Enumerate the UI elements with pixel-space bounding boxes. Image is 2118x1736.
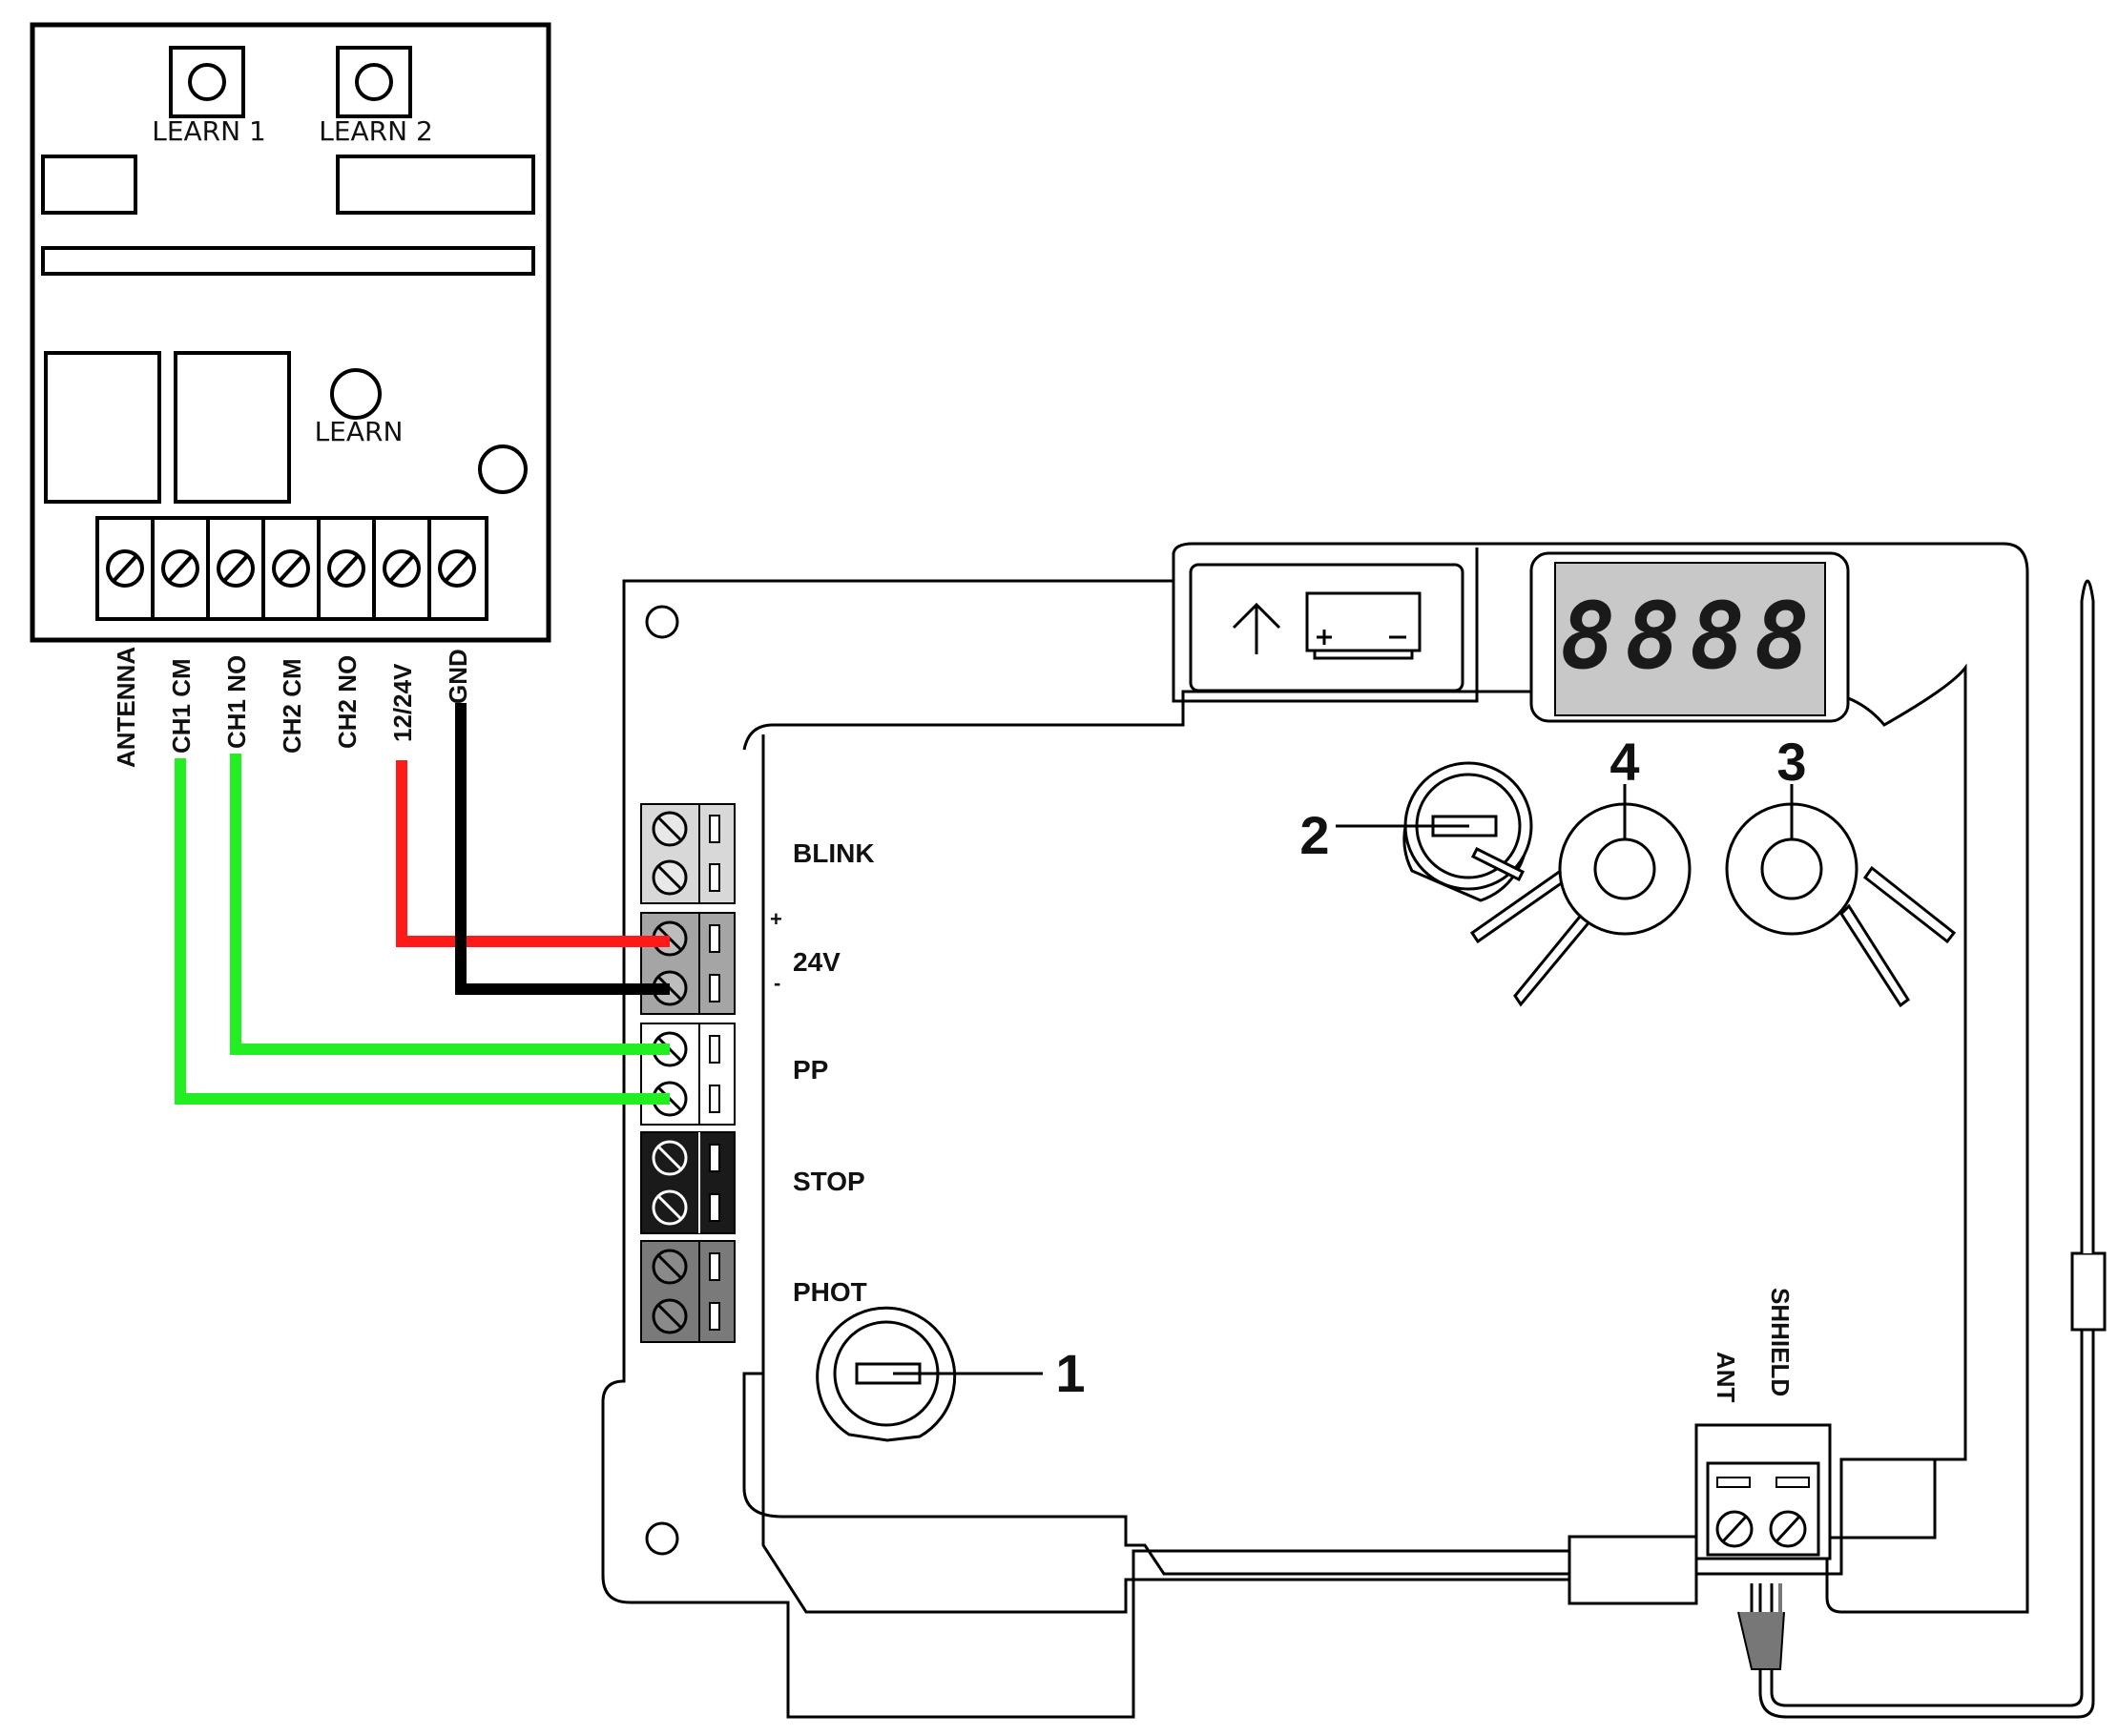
receiver-relay: [44, 351, 161, 504]
terminal-label-ch1-no: CH1 NO: [222, 655, 251, 749]
receiver-module: LEARN 1 LEARN 2 LEARN: [30, 22, 551, 768]
terminal-screw: [652, 1189, 688, 1226]
learn1-button[interactable]: [169, 46, 245, 118]
battery-compartment: [1172, 548, 1479, 703]
terminal-block-stop: [640, 1131, 736, 1234]
stop-label: STOP: [793, 1167, 865, 1196]
button-4[interactable]: [1457, 784, 1692, 1007]
callout-2: 2: [1299, 805, 1329, 865]
terminal-block-24v: [640, 912, 736, 1015]
learn1-label: LEARN 1: [152, 115, 266, 147]
terminal-screw: [652, 1249, 688, 1285]
terminal-block-blink: [640, 803, 736, 904]
antenna-whip: [2080, 579, 2095, 1253]
ant-label: ANT: [1712, 1352, 1740, 1403]
learn-button[interactable]: [330, 368, 382, 420]
pp-label: PP: [793, 1055, 828, 1085]
antenna-cable: [1737, 579, 2107, 1719]
seven-segment-display: 8888: [1529, 551, 1850, 723]
wire-ch1-no: [230, 754, 670, 1055]
fuse-2: [1336, 761, 1533, 902]
terminal-label-ch2-no: CH2 NO: [333, 655, 362, 749]
terminal-screw: [217, 549, 255, 588]
learn2-label: LEARN 2: [319, 115, 433, 147]
24v-label: 24V: [793, 947, 841, 977]
fuse-1: [816, 1306, 1043, 1442]
terminal-screw: [161, 549, 199, 588]
terminal-block-pp: [640, 1023, 736, 1126]
up-arrow-icon: [1232, 602, 1281, 654]
antenna-ferrite: [2070, 1251, 2107, 1332]
terminal-label-antenna: ANTENNA: [112, 647, 140, 768]
plus-label: +: [770, 907, 782, 931]
minus-label: -: [774, 971, 780, 995]
receiver-strip: [41, 246, 535, 276]
blink-label: BLINK: [793, 838, 875, 868]
terminal-screw: [652, 811, 688, 847]
terminal-screw: [272, 549, 310, 588]
antenna-terminal-block: [1568, 1423, 1832, 1605]
led-indicator: [478, 444, 528, 494]
terminal-screw: [383, 549, 421, 588]
terminal-screw: [652, 1140, 688, 1176]
display-digits: 8888: [1560, 583, 1818, 690]
receiver-component: [41, 155, 137, 215]
terminal-screw: [1715, 1510, 1754, 1548]
terminal-screw: [327, 549, 365, 588]
button-3[interactable]: [1725, 784, 1957, 1008]
terminal-screw: [1769, 1510, 1807, 1548]
terminal-screw: [438, 549, 476, 588]
callout-1: 1: [1055, 1343, 1085, 1403]
phot-label: PHOT: [793, 1277, 867, 1307]
learn-label: LEARN: [315, 416, 404, 447]
wires: [175, 703, 670, 1105]
control-board: 8888: [601, 542, 2107, 1719]
callout-3: 3: [1776, 732, 1806, 792]
wire-gnd: [455, 703, 670, 995]
battery-icon: [1305, 591, 1422, 660]
shield-label: SHHIELD: [1766, 1288, 1795, 1396]
wire-12-24v: [396, 760, 670, 947]
terminal-screw: [652, 1298, 688, 1334]
receiver-relay: [174, 351, 291, 504]
terminal-block-phot: [640, 1240, 736, 1343]
mounting-hole: [645, 605, 679, 639]
receiver-terminal-block: [95, 516, 488, 621]
terminal-label-12-24v: 12/24V: [388, 663, 417, 742]
learn2-button[interactable]: [336, 46, 412, 118]
callout-4: 4: [1609, 732, 1639, 792]
terminal-label-ch1-cm: CH1 CM: [167, 658, 196, 754]
wire-ch1-cm: [175, 758, 670, 1105]
terminal-label-ch2-cm: CH2 CM: [278, 658, 306, 754]
mounting-hole: [645, 1521, 679, 1556]
terminal-label-gnd: GND: [444, 649, 472, 704]
receiver-component: [336, 155, 535, 215]
terminal-screw: [106, 549, 144, 588]
terminal-screw: [652, 859, 688, 896]
